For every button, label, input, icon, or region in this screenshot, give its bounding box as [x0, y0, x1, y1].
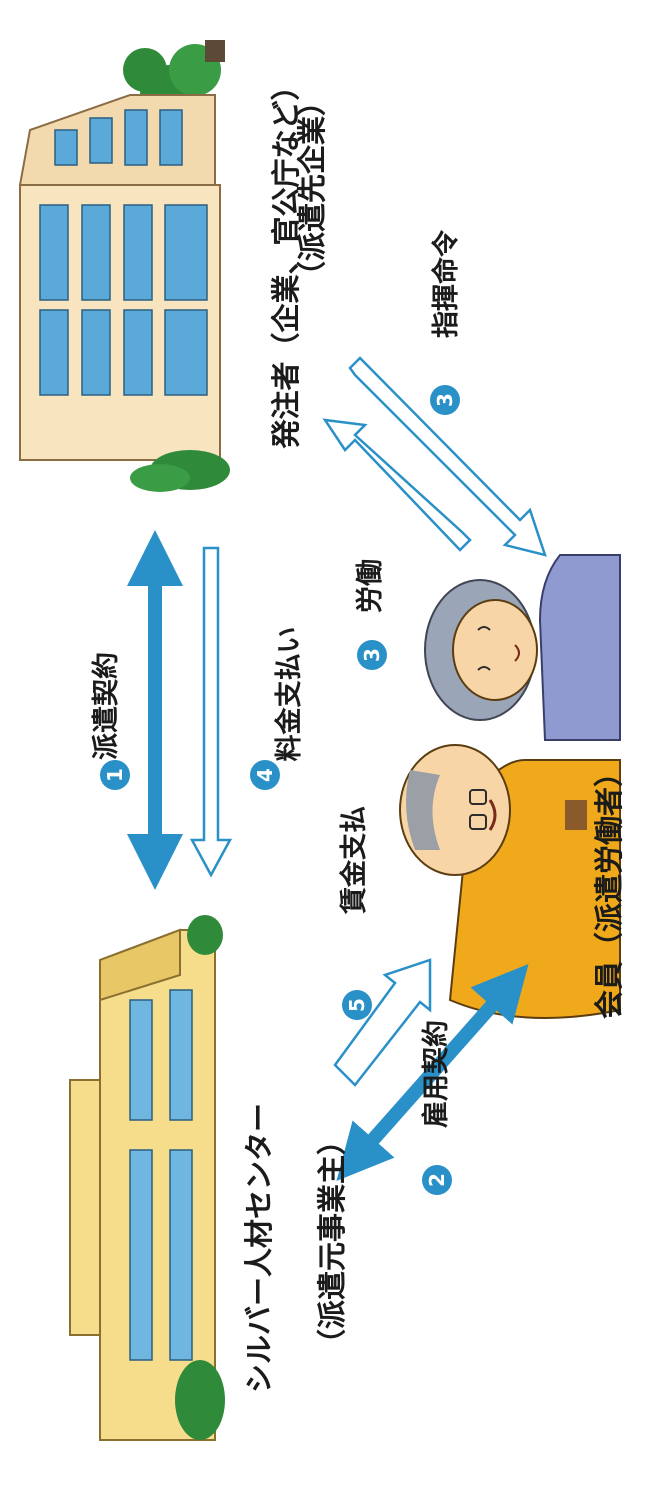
wage-payment-number: 5	[342, 990, 372, 1020]
arrow-instructions	[348, 356, 547, 557]
labor-label: 労働	[355, 559, 386, 613]
arrow-fee-payment	[189, 546, 233, 878]
labor-number: 3	[357, 640, 387, 670]
center-label: シルバー人材センター	[242, 1103, 276, 1394]
center-sublabel: （派遣元事業主）	[315, 1125, 349, 1358]
arrow-wage-payment	[333, 958, 432, 1087]
dispatch-contract-number: 1	[100, 760, 130, 790]
employment-contract-number: 2	[422, 1165, 452, 1195]
member-label: 会員（派遣労働者）	[592, 757, 626, 1019]
instructions-label: 指揮命令	[431, 230, 462, 338]
member-man-icon	[399, 744, 621, 1019]
instructions-number: 3	[430, 385, 460, 415]
center-building-icon	[69, 915, 225, 1441]
employment-contract-label: 雇用契約	[421, 1020, 452, 1128]
client-building-icon	[18, 40, 230, 492]
dispatch-contract-label: 派遣契約	[91, 652, 122, 760]
wage-payment-label: 賃金支払	[339, 806, 370, 914]
arrow-employment-contract	[336, 964, 529, 1181]
client-sublabel: （派遣先企業）	[295, 86, 329, 290]
fee-payment-number: 4	[250, 760, 280, 790]
member-woman-icon	[424, 554, 621, 741]
fee-payment-label: 料金支払い	[274, 626, 305, 762]
arrow-labor	[322, 418, 472, 552]
